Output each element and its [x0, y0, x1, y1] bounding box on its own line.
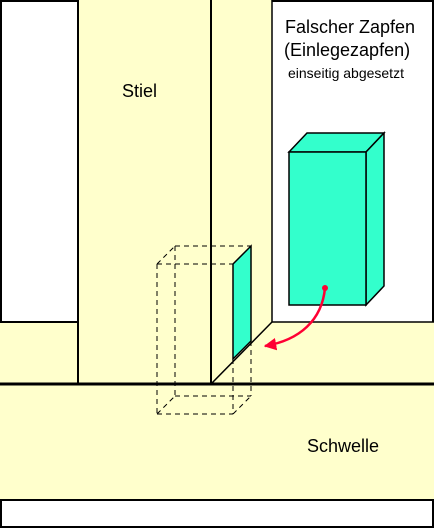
left-bottom-wood: [0, 322, 78, 384]
title-line-2: (Einlegezapfen): [284, 40, 411, 60]
loose-tenon-block: [287, 131, 386, 307]
hidden-tenon-outline: [156, 245, 252, 415]
sill-label: Schwelle: [307, 436, 380, 456]
insert-arrow: [263, 287, 327, 351]
title-line-1: Falscher Zapfen: [285, 17, 416, 37]
subtitle: einseitig abgesetzt: [288, 65, 404, 81]
tenon-in-post: [232, 244, 252, 361]
post-label: Stiel: [122, 81, 158, 101]
sill-schwelle: [0, 384, 434, 500]
post-base-diagonal: [210, 321, 273, 385]
right-bottom-wood: [272, 322, 434, 384]
